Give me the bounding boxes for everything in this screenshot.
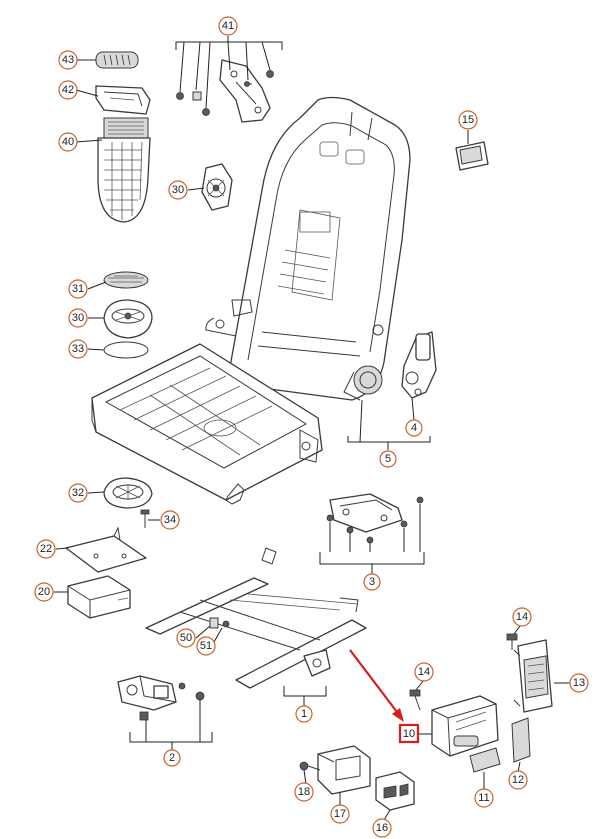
callout-33-label: 33: [72, 343, 84, 355]
callout-4: 4: [405, 419, 423, 437]
fan-duct: [97, 117, 151, 223]
callout-30-mid-label: 30: [72, 312, 84, 324]
callout-11-label: 11: [478, 792, 489, 804]
recliner-motor: [401, 331, 437, 399]
callout-3-label: 3: [369, 576, 375, 588]
screw-14-right: [506, 633, 518, 650]
highlight-arrow: [349, 649, 404, 722]
callout-3: 3: [363, 573, 381, 591]
blower-fan-top: [201, 163, 233, 211]
callout-15: 15: [458, 110, 478, 130]
callout-41: 41: [218, 16, 238, 36]
callout-51-label: 51: [200, 640, 212, 652]
callout-34-label: 34: [164, 514, 176, 526]
callout-17: 17: [330, 804, 350, 824]
longitudinal-motor: [117, 675, 205, 721]
callout-14-right-label: 14: [516, 611, 528, 623]
lumbar-pump: [513, 639, 553, 713]
callout-16: 16: [372, 818, 392, 838]
callout-51: 51: [196, 636, 216, 656]
callout-11: 11: [474, 788, 494, 808]
blower-fan-mid: [103, 299, 153, 339]
callout-40-label: 40: [62, 136, 74, 148]
callout-30-top-label: 30: [172, 184, 184, 196]
callout-43: 43: [58, 50, 78, 70]
callout-22-label: 22: [40, 543, 52, 555]
callout-42-label: 42: [62, 84, 74, 96]
wiring-bracket: [176, 59, 274, 123]
backrest-frame: [205, 96, 411, 401]
seat-rails: [145, 547, 367, 689]
callout-1: 1: [295, 705, 313, 723]
callout-2: 2: [163, 749, 181, 767]
callout-13: 13: [569, 673, 589, 693]
callout-10-highlighted: 10: [398, 723, 420, 744]
callout-2-label: 2: [169, 752, 175, 764]
callout-22: 22: [36, 539, 56, 559]
vent-housing: [95, 85, 151, 115]
callout-41-label: 41: [222, 20, 234, 32]
mounting-plate: [65, 526, 147, 573]
callout-30-top: 30: [168, 180, 188, 200]
callout-18-label: 18: [298, 786, 310, 798]
callout-40: 40: [58, 132, 78, 152]
callout-5-label: 5: [385, 453, 391, 465]
blower-fan-bottom: [103, 477, 153, 509]
callout-labels: 41 43 42 40 15 30 31 30 33 4 5 32 34 22 …: [34, 16, 589, 838]
callout-20: 20: [34, 582, 54, 602]
callout-30-mid: 30: [68, 308, 88, 328]
callout-12: 12: [508, 770, 528, 790]
callout-34: 34: [160, 510, 180, 530]
seat-switch: [455, 141, 489, 171]
callout-20-label: 20: [38, 586, 50, 598]
callout-42: 42: [58, 80, 78, 100]
callout-12-label: 12: [512, 774, 524, 786]
callout-43-label: 43: [62, 54, 74, 66]
callout-18: 18: [294, 782, 314, 802]
callout-14-center: 14: [414, 662, 434, 682]
callout-16-label: 16: [376, 822, 388, 834]
control-knob-12: [511, 717, 531, 763]
callout-17-label: 17: [334, 808, 346, 820]
vent-grille: [95, 51, 139, 69]
callout-5: 5: [379, 450, 397, 468]
callout-31-label: 31: [72, 283, 84, 295]
callout-33: 33: [68, 339, 88, 359]
callout-14-right: 14: [512, 607, 532, 627]
callout-15-label: 15: [462, 114, 474, 126]
callout-32: 32: [68, 483, 88, 503]
callout-32-label: 32: [72, 487, 84, 499]
control-module: [67, 575, 131, 619]
callout-14-center-label: 14: [418, 666, 430, 678]
callout-31: 31: [68, 279, 88, 299]
electrical-connector: [375, 771, 415, 811]
seat-switch-housing: [431, 695, 499, 757]
height-adjust-mechanism: [326, 493, 424, 544]
control-knob-11: [469, 747, 501, 773]
callout-1-label: 1: [301, 708, 307, 720]
seal-ring: [103, 341, 149, 359]
connector-bracket: [317, 745, 371, 795]
seat-pan-frame: [91, 343, 323, 505]
callout-10-label: 10: [403, 728, 415, 740]
recliner-gear: [343, 365, 383, 401]
callout-50-label: 50: [180, 632, 192, 644]
screw-34: [140, 509, 150, 528]
screw-14-center: [409, 689, 421, 711]
screw-18: [299, 761, 321, 771]
callout-13-label: 13: [573, 677, 585, 689]
callout-4-label: 4: [411, 422, 417, 434]
callout-50: 50: [176, 628, 196, 648]
fan-mesh-cover: [103, 271, 149, 289]
